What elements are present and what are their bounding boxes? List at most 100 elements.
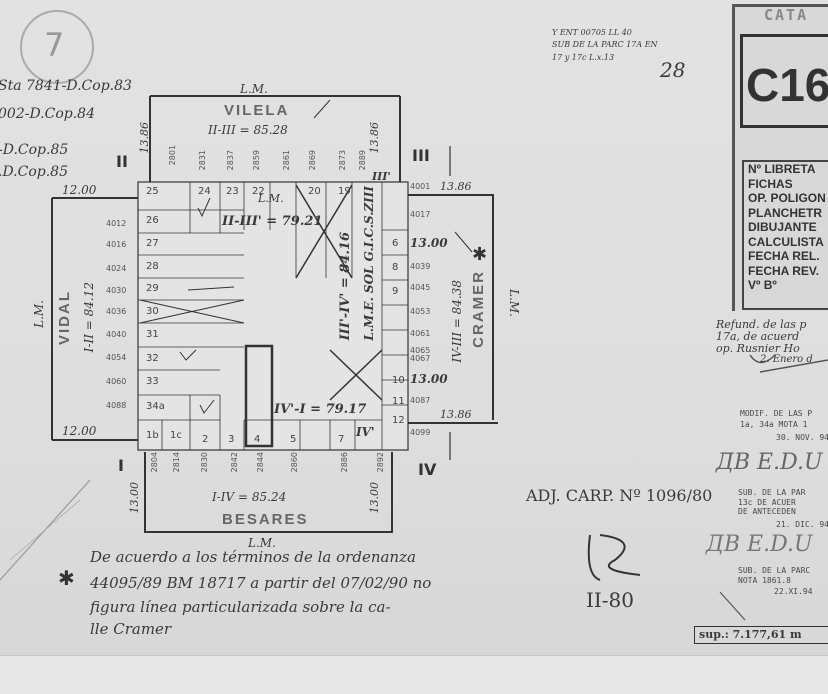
west-number: 4036 (106, 307, 127, 316)
north-number: 2837 (226, 150, 235, 171)
north-lot: 22 (252, 186, 265, 197)
east-number: 4053 (410, 307, 431, 316)
catalog-field: Vº Bº (748, 278, 777, 292)
catalog-field: Nº LIBRETA (748, 162, 816, 176)
modif-line-2: 1a, 34a MOTA 1 (740, 420, 808, 429)
top-note-mark: 28 (660, 58, 686, 82)
sub1-line-4: 21. DIC. 94 (776, 520, 828, 529)
street-west: VIDAL (56, 290, 73, 345)
south-number: 2842 (230, 452, 239, 473)
dim-nw-side: 13.86 (138, 122, 151, 154)
sub1-signature: ДВ Е.D.U (706, 532, 813, 557)
north-lot: 20 (308, 186, 321, 197)
west-number: 4040 (106, 330, 127, 339)
west-lot: 32 (146, 353, 159, 364)
dim-west: I-II = 84.12 (82, 282, 96, 353)
west-lot: 29 (146, 283, 159, 294)
north-number: 2801 (168, 145, 177, 166)
sub2-line-3: 22.XI.94 (774, 587, 813, 596)
south-lot: 1c (170, 430, 182, 441)
south-lot: 5 (290, 434, 297, 445)
west-number: 4012 (106, 219, 127, 228)
east-number: 4099 (410, 428, 431, 437)
refund-line-2: 17a, de acuerd (716, 330, 800, 343)
north-number: 2889 (358, 150, 367, 171)
south-lot: 7 (338, 434, 345, 445)
corner-ne: III (412, 146, 430, 165)
modif-signature: ДВ Е.D.U (716, 450, 823, 475)
south-number: 2830 (200, 452, 209, 473)
dim-east-a: 13.00 (410, 236, 448, 250)
east-number: 4087 (410, 396, 431, 405)
dim-ne-top: 13.86 (440, 180, 472, 193)
bottom-margin (0, 655, 828, 694)
west-lot: 34a (146, 401, 165, 412)
east-lot: 11 (392, 396, 405, 407)
west-lot: 25 (146, 186, 159, 197)
catalog-code-box (740, 34, 828, 128)
north-number: 2859 (252, 150, 261, 171)
top-note-3: 17 y 17c L.x.13 (552, 53, 615, 62)
east-number: 4001 (410, 182, 431, 191)
catalog-field: FECHA REV. (748, 263, 820, 278)
dim-se-right: 13.86 (440, 408, 472, 421)
west-number: 4060 (106, 377, 127, 386)
east-number: 4017 (410, 210, 431, 219)
footnote-line-3: figura línea particularizada sobre la ca… (90, 598, 391, 616)
stamp-mark: II-80 (586, 588, 635, 612)
adj-carp: ADJ. CARP. Nº 1096/80 (526, 486, 713, 505)
east-lot: 9 (392, 286, 399, 297)
lm-south: L.M. (248, 536, 276, 550)
dim-inner-south: IV'-I = 79.17 (274, 402, 367, 417)
east-number: 4039 (410, 262, 431, 271)
surface-box: sup.: 7.177,61 m (694, 626, 828, 644)
corner-inner-ne: III' (372, 170, 391, 183)
footnote-line-1: De acuerdo a los términos de la ordenanz… (90, 548, 416, 566)
left-note-2: 002-D.Cop.84 (0, 106, 95, 122)
south-lot: 1b (146, 430, 159, 441)
east-lot: 8 (392, 262, 399, 273)
corner-nw: II (116, 152, 128, 171)
west-number: 4054 (106, 353, 127, 362)
west-lot: 26 (146, 215, 159, 226)
south-lot: 4 (254, 434, 261, 445)
dim-sw-bottom: 12.00 (62, 424, 97, 438)
corner-inner-se: IV' (356, 425, 375, 439)
north-number: 2869 (308, 150, 317, 171)
east-number: 4065 (410, 346, 431, 355)
east-number: 4061 (410, 329, 431, 338)
north-lot: 19 (338, 186, 351, 197)
top-note-1: Y ENT 00705 LL 40 (552, 28, 632, 37)
west-number: 4088 (106, 401, 127, 410)
west-lot: 31 (146, 329, 159, 340)
east-lot: 10 (392, 375, 405, 386)
south-lot: 3 (228, 434, 235, 445)
west-lot: 33 (146, 376, 159, 387)
south-number: 2860 (290, 452, 299, 473)
north-lot: 23 (226, 186, 239, 197)
catalog-header: CATA (764, 6, 809, 24)
catalog-field: FECHA REL. (748, 249, 820, 263)
left-note-4: .D.Cop.85 (0, 164, 68, 180)
sub2-line-2: NOTA 1861.8 (738, 576, 791, 585)
street-north: VILELA (224, 102, 290, 119)
top-note-2: SUB DE LA PARC 17A EN (552, 40, 658, 49)
south-lot: 2 (202, 434, 209, 445)
catalog-code: C16 (746, 59, 828, 111)
catalog-field: CALCULISTA (748, 234, 824, 249)
refund-line-4: 2. Enero d (760, 354, 813, 365)
left-note-1: Sta 7841-D.Cop.83 (0, 78, 132, 94)
south-number: 2844 (256, 452, 265, 473)
dim-ne-side: 13.86 (368, 122, 381, 154)
corner-se: IV (418, 460, 437, 479)
dim-north: II-III = 85.28 (208, 123, 288, 137)
footnote-line-2: 44095/89 BM 18717 a partir del 07/02/90 … (90, 574, 432, 592)
west-number: 4024 (106, 264, 127, 273)
dim-sw-side: 13.00 (128, 482, 141, 514)
north-number: 2873 (338, 150, 347, 171)
catalog-panel (732, 4, 828, 311)
footnote-line-4: lle Cramer (90, 620, 172, 638)
street-east: CRAMER (470, 270, 487, 348)
